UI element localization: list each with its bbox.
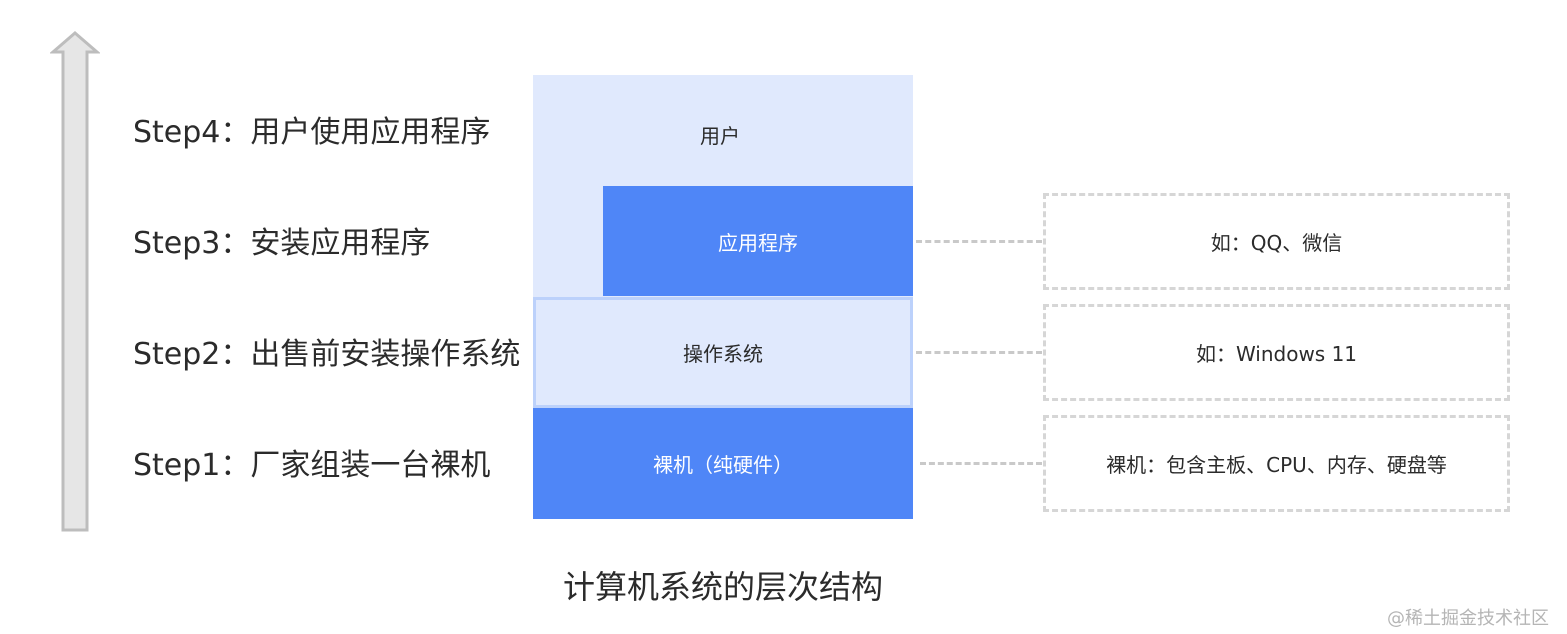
layer-os-label: 操作系统 [683,342,763,366]
example-os: 如：Windows 11 [1043,304,1510,401]
connector-os [916,351,1042,354]
diagram-caption-text: 计算机系统的层次结构 [562,568,883,606]
step-1-label: Step1：厂家组装一台裸机 [133,448,491,483]
layer-os: 操作系统 [533,297,913,408]
example-os-text: 如：Windows 11 [1195,342,1358,366]
watermark: @稀土掘金技术社区 [1387,608,1549,629]
upward-arrow-icon [50,31,100,532]
diagram-caption: 计算机系统的层次结构 [0,562,1446,608]
layer-user-label: 用户 [700,124,740,148]
example-hardware: 裸机：包含主板、CPU、内存、硬盘等 [1043,415,1510,512]
step-3-label: Step3：安装应用程序 [133,226,431,261]
step-2-label: Step2：出售前安装操作系统 [133,337,521,372]
layer-application: 应用程序 [603,186,913,296]
layer-hardware: 裸机（纯硬件） [533,408,913,519]
example-hardware-text: 裸机：包含主板、CPU、内存、硬盘等 [1106,453,1447,477]
connector-application [916,240,1042,243]
layer-application-label: 应用程序 [718,230,798,255]
layer-hardware-label: 裸机（纯硬件） [653,453,793,477]
example-application: 如：QQ、微信 [1043,193,1510,290]
example-application-text: 如：QQ、微信 [1210,231,1343,255]
connector-hardware [920,462,1042,465]
step-4-label: Step4：用户使用应用程序 [133,115,491,150]
